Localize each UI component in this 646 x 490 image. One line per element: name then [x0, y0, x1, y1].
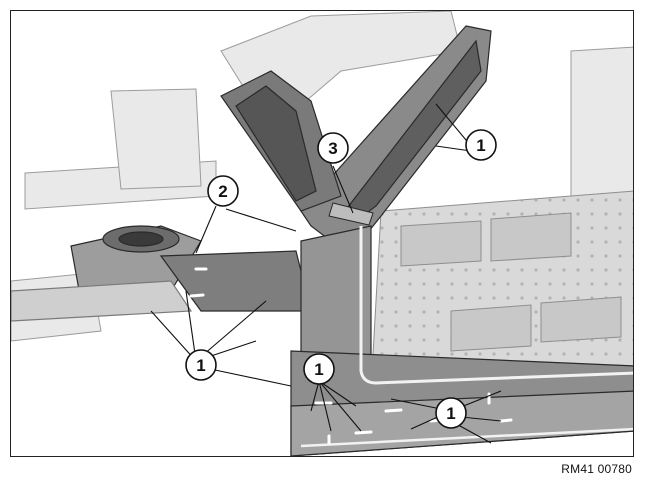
callout-1-sill-right: 1: [435, 397, 467, 429]
car-body-illustration: 1 1 1 1 2 3: [11, 11, 633, 456]
part-3-reinforcement: [328, 202, 374, 226]
callout-2: 2: [207, 175, 239, 207]
front-longitudinal: [11, 225, 312, 322]
callout-1-label: 1: [476, 136, 485, 155]
callout-1-label: 1: [314, 360, 323, 379]
callout-3-label: 3: [328, 139, 337, 158]
a-pillar: [220, 25, 492, 242]
reference-code: RM41 00780: [561, 462, 632, 476]
callout-1-label: 1: [446, 404, 455, 423]
callout-2-label: 2: [218, 182, 227, 201]
callout-1-front: 1: [185, 349, 217, 381]
callout-1-sill-left: 1: [303, 353, 335, 385]
callout-3: 3: [317, 132, 349, 164]
connection-markers: [189, 222, 513, 445]
callout-1-label: 1: [196, 356, 205, 375]
diagram-frame: 1 1 1 1 2 3: [10, 10, 634, 457]
floor-panel: [370, 190, 633, 392]
callout-1-a-pillar: 1: [465, 129, 497, 161]
